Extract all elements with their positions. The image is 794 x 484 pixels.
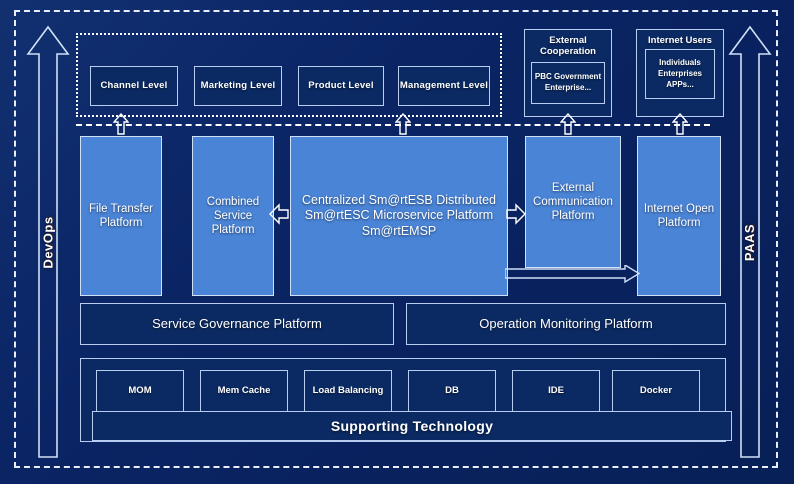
- level-label: Marketing Level: [200, 80, 276, 92]
- operation-monitoring-platform[interactable]: Operation Monitoring Platform: [406, 303, 726, 345]
- external-cooperation-title: External Cooperation: [540, 35, 596, 58]
- tech-box-mem-cache[interactable]: Mem Cache: [200, 370, 288, 412]
- paas-label-wrap: PAAS: [728, 24, 772, 460]
- platform-label: Combined Service Platform: [206, 195, 260, 236]
- tech-box-load-balancing[interactable]: Load Balancing: [304, 370, 392, 412]
- tech-label: Load Balancing: [312, 385, 384, 397]
- tech-label: MOM: [128, 385, 152, 397]
- platform-label: Centralized Sm@rtESB Distributed Sm@rtES…: [301, 193, 496, 238]
- tech-label: IDE: [548, 385, 564, 397]
- external-cooperation-detail: PBC Government Enterprise...: [534, 71, 602, 92]
- devops-label-wrap: DevOps: [26, 24, 70, 460]
- external-cooperation-box[interactable]: External Cooperation PBC Government Ente…: [524, 29, 612, 117]
- business-levels-group: [76, 33, 502, 117]
- left-arrow-combined-to-esb: [268, 200, 290, 228]
- platform-label: File Transfer Platform: [89, 202, 153, 229]
- paas-arrow: PAAS: [728, 24, 772, 460]
- level-box-product[interactable]: Product Level: [298, 66, 384, 106]
- devops-label: DevOps: [40, 215, 56, 269]
- up-arrow-shape: [26, 25, 70, 458]
- up-arrow-channel: [113, 113, 129, 135]
- tech-box-db[interactable]: DB: [408, 370, 496, 412]
- up-arrow-internet-users: [672, 113, 688, 135]
- level-label: Product Level: [308, 80, 374, 92]
- level-label: Channel Level: [100, 80, 168, 92]
- supporting-technology-label: Supporting Technology: [330, 418, 494, 434]
- up-arrow-shape: [728, 25, 772, 458]
- devops-arrow: DevOps: [26, 24, 70, 460]
- tech-label: Mem Cache: [217, 385, 271, 397]
- level-box-marketing[interactable]: Marketing Level: [194, 66, 282, 106]
- external-cooperation-detail-box: PBC Government Enterprise...: [531, 61, 605, 104]
- level-box-management[interactable]: Management Level: [398, 66, 490, 106]
- right-arrow-esb-to-external: [505, 200, 527, 228]
- tech-label: Docker: [639, 385, 673, 397]
- long-arrow-esb-to-internet-open: [505, 265, 640, 287]
- platform-combined-service[interactable]: Combined Service Platform: [192, 136, 274, 296]
- level-label: Management Level: [399, 80, 489, 92]
- governance-label: Operation Monitoring Platform: [479, 316, 653, 332]
- up-arrow-management: [395, 113, 411, 135]
- supporting-technology-bar[interactable]: Supporting Technology: [92, 411, 732, 441]
- internet-users-box[interactable]: Internet Users Individuals Enterprises A…: [636, 29, 724, 117]
- layer-separator-line: [76, 124, 710, 126]
- outer-dashed-frame: [14, 10, 778, 468]
- platform-label: External Communication Platform: [533, 181, 613, 222]
- level-box-channel[interactable]: Channel Level: [90, 66, 178, 106]
- platform-external-communication[interactable]: External Communication Platform: [525, 136, 621, 268]
- up-arrow-external-cooperation: [560, 113, 576, 135]
- tech-box-ide[interactable]: IDE: [512, 370, 600, 412]
- internet-users-title: Internet Users: [648, 35, 712, 46]
- governance-label: Service Governance Platform: [152, 316, 322, 332]
- service-governance-platform[interactable]: Service Governance Platform: [80, 303, 394, 345]
- paas-label: PAAS: [742, 223, 758, 261]
- tech-box-mom[interactable]: MOM: [96, 370, 184, 412]
- platform-internet-open[interactable]: Internet Open Platform: [637, 136, 721, 296]
- internet-users-detail: Individuals Enterprises APPs...: [657, 58, 703, 89]
- tech-label: DB: [445, 385, 459, 397]
- tech-box-docker[interactable]: Docker: [612, 370, 700, 412]
- platform-label: Internet Open Platform: [643, 202, 715, 229]
- platform-centralized-esb[interactable]: Centralized Sm@rtESB Distributed Sm@rtES…: [290, 136, 508, 296]
- internet-users-detail-box: Individuals Enterprises APPs...: [645, 49, 715, 100]
- platform-file-transfer[interactable]: File Transfer Platform: [80, 136, 162, 296]
